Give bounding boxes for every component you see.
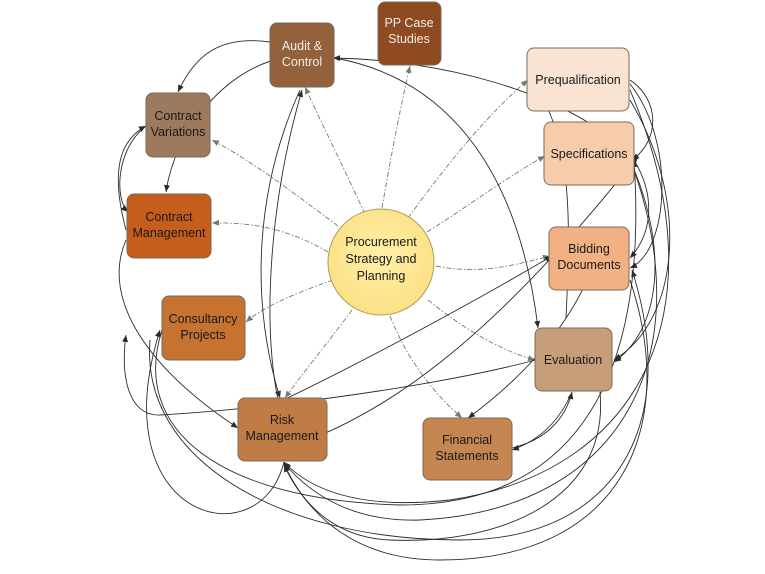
link-risk-audit xyxy=(260,89,301,399)
node-audit[interactable]: Audit & Control xyxy=(269,22,335,88)
node-specs[interactable]: Specifications xyxy=(543,121,635,186)
link-prequal-specs xyxy=(629,79,654,161)
link-audit-risk xyxy=(269,89,303,401)
label-line: Variations xyxy=(151,125,206,139)
label-line: Procurement xyxy=(345,235,417,249)
spoke-management xyxy=(211,219,329,253)
link-prequal-risk xyxy=(283,89,670,503)
spokes xyxy=(211,65,551,419)
spoke-variations xyxy=(211,139,339,227)
spoke-prequal xyxy=(407,79,529,219)
label-line: Projects xyxy=(180,328,225,342)
node-evaluation[interactable]: Evaluation xyxy=(534,327,613,392)
spoke-audit xyxy=(304,86,366,215)
spoke-evaluation xyxy=(427,299,536,361)
label-line: Statements xyxy=(435,449,498,463)
link-prequal-evaluation xyxy=(613,99,671,361)
label-line: Bidding xyxy=(568,242,610,256)
link-specs-risk xyxy=(283,169,657,521)
spoke-specs xyxy=(426,155,546,233)
label-line: Specifications xyxy=(550,147,627,161)
label-line: Risk xyxy=(270,413,295,427)
label-line: Prequalification xyxy=(535,73,621,87)
label-line: Management xyxy=(246,429,319,443)
spoke-consultancy xyxy=(245,279,334,323)
spoke-case xyxy=(381,65,412,209)
link-consultancy-specs xyxy=(155,159,638,506)
link-evaluation-consultancy xyxy=(122,334,537,416)
label-line: Contract xyxy=(145,210,193,224)
link-bidding-risk xyxy=(283,279,648,561)
label-line: Evaluation xyxy=(544,353,602,367)
label-line: Financial xyxy=(442,433,492,447)
link-management-variations xyxy=(117,125,147,231)
link-audit-evaluation xyxy=(334,57,541,329)
link-financial-evaluation xyxy=(511,391,574,449)
label-line: Consultancy xyxy=(169,312,239,326)
link-specs-evaluation xyxy=(613,159,656,363)
spoke-bidding xyxy=(435,254,551,270)
link-evaluation-risk xyxy=(283,391,602,541)
label-line: Control xyxy=(282,55,322,69)
node-audit-label: Audit & Control xyxy=(282,39,323,69)
label-line: Studies xyxy=(388,32,430,46)
label-line: Strategy and xyxy=(346,252,417,266)
link-evaluation-financial xyxy=(511,391,573,451)
node-prequal[interactable]: Prequalification xyxy=(526,47,630,112)
link-audit-variations xyxy=(177,40,271,93)
label-line: Planning xyxy=(357,269,406,283)
spoke-financial xyxy=(389,315,463,419)
link-variations-management xyxy=(119,125,147,213)
label-line: PP Case xyxy=(384,16,433,30)
node-evaluation-label: Evaluation xyxy=(544,353,602,367)
link-management-risk xyxy=(118,239,239,429)
label-line: Management xyxy=(133,226,206,240)
node-prequal-label: Prequalification xyxy=(535,73,621,87)
node-specs-label: Specifications xyxy=(550,147,627,161)
spoke-risk xyxy=(284,309,353,399)
label-line: Audit & xyxy=(282,39,323,53)
label-line: Documents xyxy=(557,258,620,272)
link-risk-consultancy xyxy=(146,329,285,515)
label-line: Contract xyxy=(154,109,202,123)
